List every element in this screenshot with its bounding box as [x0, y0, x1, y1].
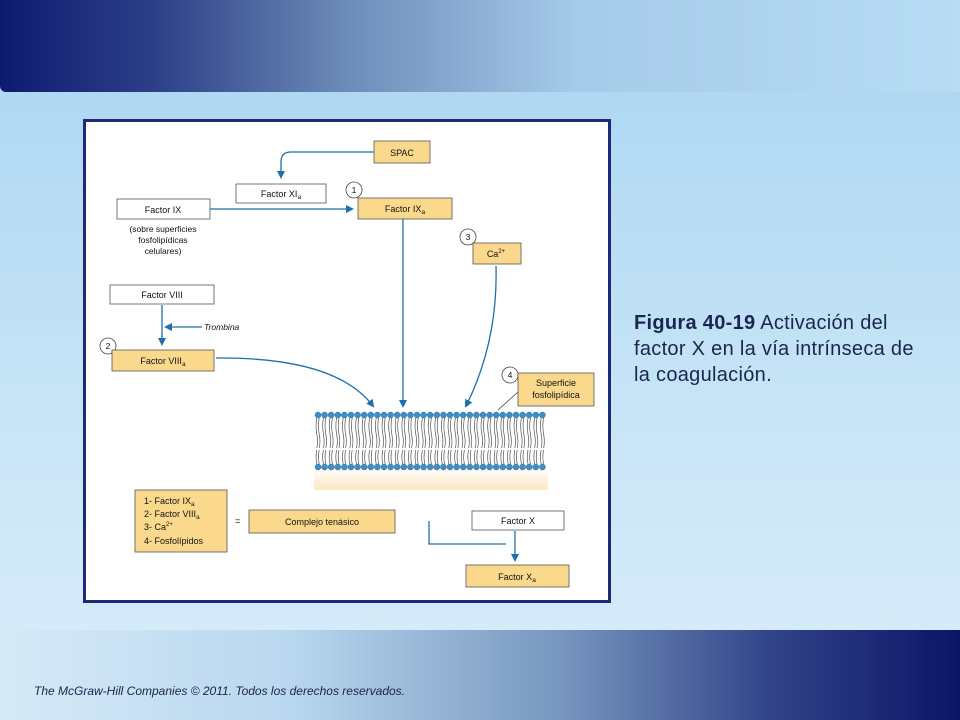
legend-box: 1- Factor IXa 2- Factor VIIIa 3- Ca2+ 4-… [134, 489, 228, 553]
ix-note-line-3: celulares) [145, 246, 182, 256]
factor-viii-label: Factor VIII [141, 290, 183, 300]
calcium-label: Ca2+ [487, 249, 506, 259]
marker-3 [459, 228, 477, 246]
figure-caption: Figura 40-19 Activación del factor X en … [634, 310, 934, 388]
coagulation-diagram: SPAC Factor XIa Factor IX (sobre superfi… [99, 140, 595, 588]
svg-text:2: 2 [106, 341, 111, 351]
arrow-complejo-path [428, 521, 506, 545]
footer-band [0, 630, 960, 720]
factor-xia-label: Factor XIa [261, 189, 302, 201]
caption-figure-number: Figura 40-19 [634, 312, 756, 334]
factor-x-box: Factor X [471, 510, 565, 531]
trombina-label: Trombina [204, 322, 240, 332]
ix-note-line-2: fosfolipídicas [138, 235, 187, 245]
ix-note-line-1: (sobre superficies [129, 224, 196, 234]
factor-viii-box: Factor VIII [109, 284, 215, 305]
legend-line-1: 1- Factor IXa [144, 496, 195, 508]
spac-label: SPAC [390, 148, 414, 158]
svg-text:4: 4 [508, 370, 513, 380]
factor-viiia-label: Factor VIIIa [140, 356, 186, 368]
marker-1 [345, 181, 363, 199]
factor-xa-label: Factor Xa [498, 572, 536, 584]
legend-line-2: 2- Factor VIIIa [144, 509, 200, 521]
factor-viiia-box: Factor VIIIa [111, 349, 215, 372]
arrow-viiia-to-membrane [215, 357, 375, 408]
factor-xia-box: Factor XIa [235, 183, 327, 204]
complejo-tenasico-label: Complejo tenásico [285, 517, 359, 527]
svg-text:1: 1 [352, 185, 357, 195]
caption-text: Activación del factor X en la vía intrín… [634, 312, 914, 386]
superficie-box: Superficie fosfolipídica [517, 372, 595, 407]
complejo-tenasico-box: Complejo tenásico [248, 509, 396, 534]
superficie-label-1: Superficie [536, 378, 576, 388]
phospholipid-bilayer [314, 411, 548, 490]
factor-ix-box: Factor IX [116, 198, 211, 220]
legend-line-4: 4- Fosfolípidos [144, 536, 204, 546]
calcium-box: Ca2+ [472, 242, 522, 265]
legend-line-3: 3- Ca2+ [144, 522, 173, 532]
factor-ixa-box: Factor IXa [357, 197, 453, 220]
factor-x-label: Factor X [501, 516, 535, 526]
header-band [0, 0, 960, 92]
arrow-calcium-to-membrane [465, 265, 497, 408]
superficie-pointer [497, 391, 519, 411]
copyright-footer: The McGraw-Hill Companies © 2011. Todos … [34, 684, 406, 698]
superficie-label-2: fosfolipídica [532, 390, 580, 400]
equals-sign: = [235, 516, 240, 526]
spac-box: SPAC [373, 140, 431, 164]
svg-text:3: 3 [466, 232, 471, 242]
factor-ixa-label: Factor IXa [385, 204, 426, 216]
factor-xa-box: Factor Xa [465, 564, 570, 588]
factor-ix-label: Factor IX [145, 205, 182, 215]
arrow-spac-to-xia [277, 151, 374, 179]
figure-frame: SPAC Factor XIa Factor IX (sobre superfi… [83, 119, 611, 603]
